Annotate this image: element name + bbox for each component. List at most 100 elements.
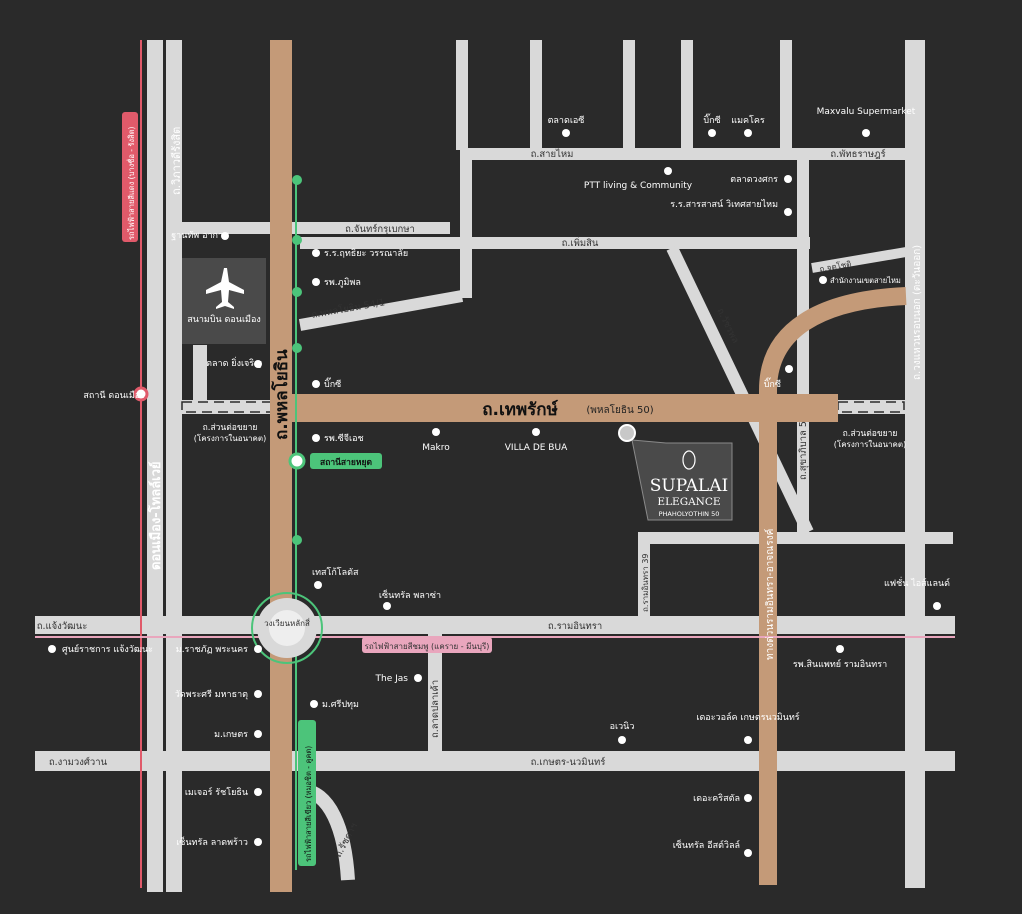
label-wing: ฐานทัพ อากาศ	[171, 231, 229, 241]
label-bigc-east: บิ๊กซี	[764, 377, 781, 390]
label-ramintra: ถ.รามอินทรา	[548, 621, 602, 632]
label-makro-north: แมคโคร	[731, 115, 765, 126]
project-callout	[631, 439, 733, 521]
road-kaset-nawamin	[35, 751, 955, 771]
poi-dot	[312, 278, 320, 286]
label-phahonyothin: ถ.พหลโยธิน	[271, 349, 292, 440]
airplane-icon	[206, 268, 244, 309]
road-north-4	[681, 40, 693, 150]
poi-dot	[254, 360, 262, 368]
green-line-badge	[298, 720, 316, 866]
label-red-line: รถไฟฟ้าสายสีแดง (บางซื่อ - รังสิต)	[126, 127, 136, 240]
lotus-logo-icon	[682, 450, 696, 470]
poi-dot	[664, 167, 672, 175]
label-district-office: สำนักงานเขตสายไหม	[830, 276, 901, 285]
label-ramintra-39: ถ.รามอินทรา 39	[641, 553, 650, 612]
label-govt-center: ศูนย์ราชการ แจ้งวัฒนะ	[62, 643, 153, 655]
road-chotwithayut	[811, 247, 907, 273]
road-airport-access	[193, 345, 207, 403]
poi-dot	[862, 129, 870, 137]
road-east-ring	[905, 40, 925, 888]
label-makro: Makro	[422, 443, 450, 453]
label-phatthana: ถ.พัทธราษฎร์	[830, 148, 885, 160]
label-bhumiphol: รพ.ภูมิพล	[324, 277, 361, 288]
label-siam-nakarin: รพ.สินแพทย์ รามอินทรา	[793, 658, 887, 670]
poi-dot	[254, 838, 262, 846]
poi-dot	[836, 645, 844, 653]
label-bigc-north: บิ๊กซี	[703, 113, 720, 126]
label-wat-phra-sri: วัดพระศรี มหาธาตุ	[175, 689, 248, 700]
green-station	[292, 235, 302, 245]
road-ramintra	[35, 616, 955, 634]
label-donmueang-station: สถานี ดอนเมือง	[83, 390, 144, 401]
label-sukhapiban-5: ถ.สุขาภิบาล 5	[798, 421, 809, 480]
road-wacharaphon	[666, 245, 814, 535]
label-the-walk: เดอะวอล์ค เกษตรนวมินทร์	[696, 711, 799, 723]
label-sai-yut-station: สถานีสายหยุด	[320, 457, 372, 468]
poi-dot	[708, 129, 716, 137]
label-ramintra-at-narong: ทางด่วนรามอินทรา-อาจณรงค์	[764, 529, 776, 660]
road-north-3	[623, 40, 635, 150]
poi-dot	[744, 794, 752, 802]
label-ar-nawin: อเวนิว	[610, 721, 635, 732]
poi-dot	[254, 788, 262, 796]
label-suan-ton-right-note: (โครงการในอนาคต)	[834, 439, 906, 449]
label-rr-sarasas: ร.ร.สารสาสน์ วิเทศสายไหม	[670, 198, 778, 210]
road-sai-mai-bend	[460, 148, 472, 298]
road-suan-ton-right	[820, 400, 905, 414]
label-east-ring: ถ.วงแหวนรอบนอก (ตะวันออก)	[912, 245, 923, 380]
label-suan-ton-left-note: (โครงการในอนาคต)	[194, 433, 266, 443]
label-fashion-island: แฟชั่น ไอส์แลนด์	[884, 576, 950, 589]
poi-dot	[310, 700, 318, 708]
road-network	[35, 40, 955, 892]
label-kasetsart: ม.เกษตร	[214, 730, 248, 740]
road-thep-rak	[290, 394, 838, 422]
green-station	[292, 535, 302, 545]
poi-dot	[432, 428, 440, 436]
road-suan-ton-left	[182, 400, 272, 414]
label-the-jas: The Jas	[375, 674, 409, 684]
pink-line-badge	[362, 637, 492, 653]
label-vibhavadi: ถ.วิภาวดีรังสิต	[170, 127, 183, 195]
road-north-1	[456, 40, 468, 150]
label-central-eastville: เซ็นทรัล อีสต์วิลล์	[673, 838, 740, 851]
green-station	[292, 343, 302, 353]
poi-dot	[785, 365, 793, 373]
label-phoem-sin: ถ.เพิ่มสิน	[562, 236, 599, 249]
sai-yut-station-marker	[288, 452, 306, 470]
label-talad-thong: ตลาดวงศกร	[730, 175, 778, 185]
label-lat-pla-khao: ถ.ลาดปลาเค้า	[430, 680, 441, 738]
poi-dot	[744, 736, 752, 744]
circle-green-ring	[251, 592, 323, 664]
project-line2: ELEGANCE	[657, 496, 720, 508]
poi-dot	[819, 276, 827, 284]
road-sukhapiban-5	[797, 160, 809, 532]
poi-dot	[383, 602, 391, 610]
road-phoem-sin	[300, 237, 810, 249]
poi-dot	[314, 581, 322, 589]
road-phahonyothin	[270, 40, 292, 892]
road-north-5	[780, 40, 792, 150]
lak-si-circle-inner	[269, 610, 305, 646]
poi-dot	[532, 428, 540, 436]
label-thep-rak-note: (พหลโยธิน 50)	[586, 403, 653, 416]
label-major: เมเจอร์ รัชโยธิน	[185, 786, 248, 798]
poi-dot	[312, 434, 320, 442]
label-suan-ton-right: ถ.ส่วนต่อขยาย	[843, 429, 898, 439]
poi-dot	[933, 602, 941, 610]
label-kaset-nawamin: ถ.เกษตร-นวมินทร์	[531, 756, 606, 768]
label-circle: วงเวียนหลักสี่	[264, 617, 310, 628]
poi-dot	[254, 645, 262, 653]
label-ptt-living: PTT living & Community	[584, 181, 693, 191]
label-sripatum: ม.ศรีปทุม	[322, 699, 359, 710]
poi-dot	[221, 232, 229, 240]
label-talad-yingcharoen: ตลาด ยิ่งเจริญ	[206, 356, 262, 369]
label-rajabhat: ม.ราชภัฏ พระนคร	[176, 645, 248, 655]
road-sai-mai	[460, 148, 920, 160]
sai-yut-badge	[310, 453, 382, 469]
poi-dots	[48, 129, 941, 857]
green-station	[292, 175, 302, 185]
poi-dot	[562, 129, 570, 137]
